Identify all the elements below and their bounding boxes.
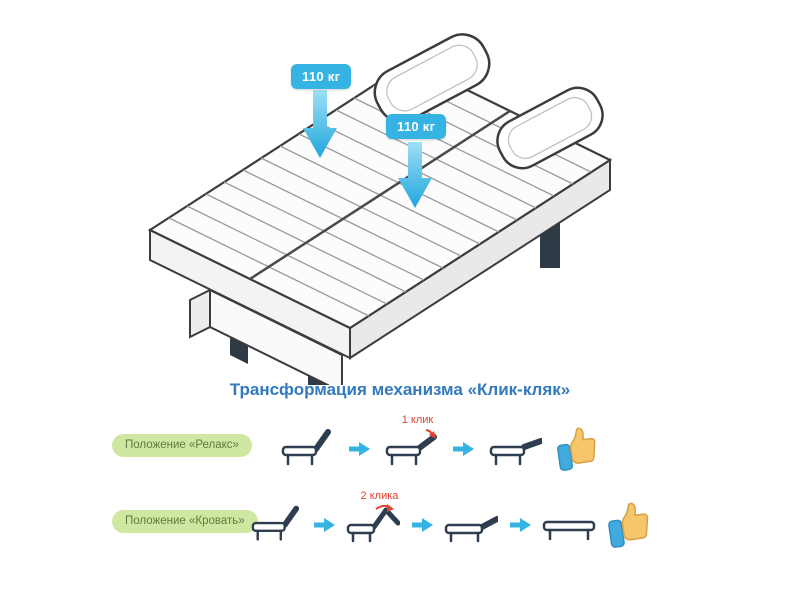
- weight-badge: 110 кг: [291, 64, 352, 89]
- diagram-title: Трансформация механизма «Клик-кляк»: [229, 380, 571, 399]
- sofa-unfold-icon: [444, 516, 498, 543]
- click-count-label: 1 клик: [401, 414, 434, 426]
- thumbs-up-icon: [608, 502, 649, 548]
- pillow-left: [373, 33, 491, 123]
- arrow-right-icon: [412, 518, 433, 532]
- arrow-right-icon: [349, 442, 370, 456]
- sofa-seat-icon: [281, 429, 331, 466]
- step-sofa-relax: [488, 427, 542, 471]
- arrow-right-icon: [453, 442, 474, 456]
- step-sofa-fold: 2 клика: [346, 490, 400, 547]
- step-sofa-seat: [250, 503, 302, 547]
- sofa-relax-icon: [489, 438, 542, 466]
- step-bed-flat: [542, 503, 596, 547]
- weight-badge-label: 110 кг: [302, 69, 341, 84]
- transformation-row-bed: 2 клика: [250, 490, 654, 554]
- mattress-center-seam: [249, 109, 511, 281]
- step-sofa-unfold: [444, 503, 498, 547]
- position-label-relax: Положение «Релакс»: [112, 434, 252, 457]
- bed-flat-icon: [542, 520, 596, 541]
- sofa-bed-illustration: [130, 20, 670, 400]
- pillow-right: [496, 86, 604, 170]
- click-count-label: 2 клика: [360, 490, 399, 502]
- sofa-seat-icon: [251, 505, 300, 541]
- sofa-bed-drawing: [147, 33, 613, 400]
- weight-arrow-down-1: [303, 90, 337, 158]
- weight-badge-label: 110 кг: [397, 119, 436, 134]
- position-label-bed: Положение «Кровать»: [112, 510, 258, 533]
- arrow-right-icon: [314, 518, 335, 532]
- transformation-row-relax: 1 клик: [280, 414, 601, 478]
- mattress: [147, 60, 613, 360]
- sofa-one-click-icon: [385, 429, 437, 466]
- thumbs-up-icon: [557, 427, 596, 471]
- sofa-fold-icon: [346, 504, 400, 543]
- weight-badge: 110 кг: [386, 114, 447, 139]
- weight-arrow-down-2: [398, 142, 432, 208]
- arrow-right-icon: [510, 518, 531, 532]
- step-sofa-seat: [280, 427, 334, 471]
- step-sofa-one-click: 1 клик: [384, 414, 438, 471]
